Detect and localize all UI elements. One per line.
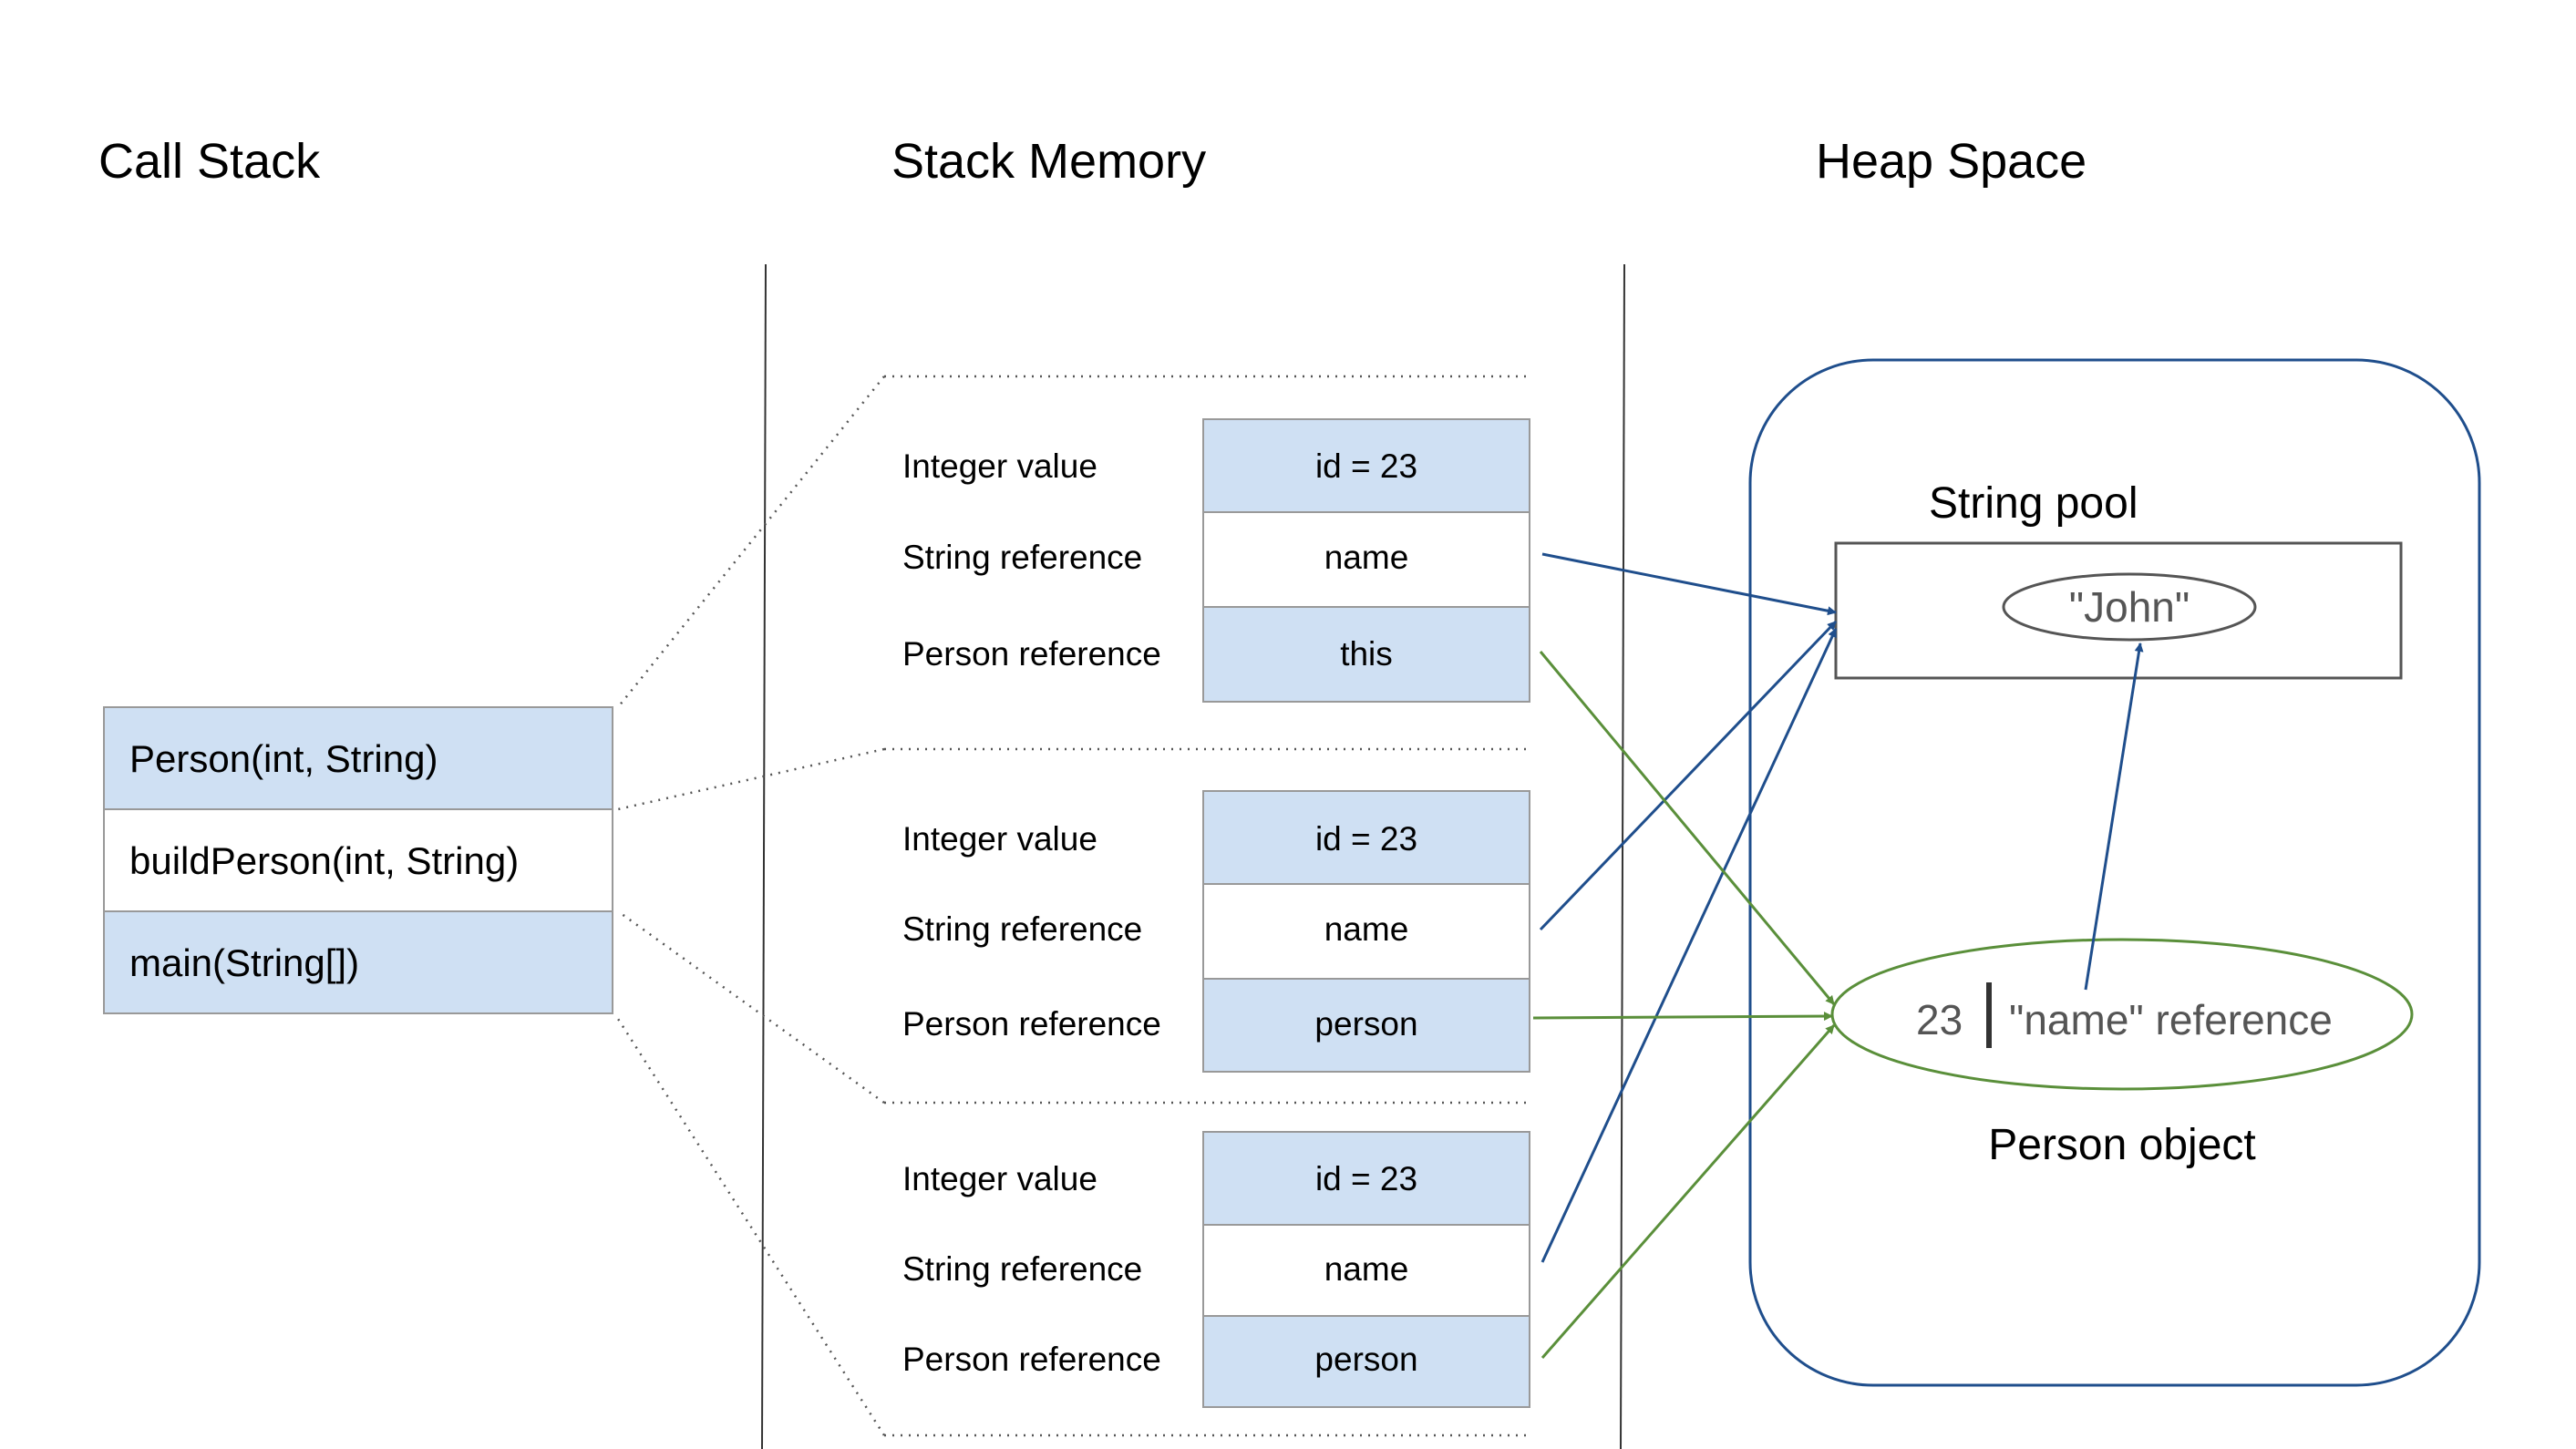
stack-memory-frame: Integer value id = 23 String reference n… <box>902 790 1530 1073</box>
call-stack-frame: buildPerson(int, String) <box>103 808 613 912</box>
value-cell <box>1202 1224 1530 1317</box>
person-reference-arrows <box>1532 651 1836 1359</box>
divider-right <box>1620 263 1625 1449</box>
stack-memory-frame: Integer value id = 23 String reference n… <box>902 1131 1530 1408</box>
name-ref-arrow <box>2084 642 2144 991</box>
value-cell-text: name <box>1324 1250 1409 1288</box>
person-object-reference: "name" reference <box>2009 996 2333 1043</box>
divider-left <box>761 263 767 1449</box>
row-label: Person reference <box>902 1005 1161 1043</box>
call-stack: Person(int, String) buildPerson(int, Str… <box>103 706 613 1014</box>
row-label: Integer value <box>902 1160 1097 1197</box>
value-cell-text: name <box>1324 910 1409 948</box>
value-cell-text: person <box>1314 1341 1417 1378</box>
row-label: String reference <box>902 910 1142 948</box>
heap-space-box <box>1748 358 2481 1387</box>
person-ref-arrow <box>1532 1012 1833 1022</box>
call-stack-frame: main(String[]) <box>103 910 613 1014</box>
row-label: Person reference <box>902 1341 1161 1378</box>
value-cell <box>1202 978 1530 1073</box>
string-value: "John" <box>2069 583 2190 631</box>
row-label: Integer value <box>902 447 1097 485</box>
frame-connectors <box>616 375 1531 1437</box>
call-stack-frame-label: main(String[]) <box>129 941 359 984</box>
stack-memory-heading: Stack Memory <box>891 134 1206 189</box>
value-cell <box>1202 418 1530 513</box>
value-cell-text: this <box>1340 635 1393 673</box>
string-reference-arrows <box>1539 552 2144 1263</box>
person-object-title: Person object <box>1988 1121 2256 1169</box>
person-ref-arrow <box>1539 651 1836 1005</box>
person-ref-arrow <box>1540 1024 1836 1359</box>
value-cell <box>1202 606 1530 703</box>
string-pool-title: String pool <box>1929 479 2138 528</box>
call-stack-heading: Call Stack <box>98 134 321 189</box>
value-cell-text: name <box>1324 539 1409 576</box>
string-ref-arrow <box>1540 628 1838 1263</box>
value-cell <box>1202 790 1530 885</box>
value-cell-text: id = 23 <box>1315 447 1417 485</box>
value-cell-text: id = 23 <box>1315 820 1417 858</box>
row-label: Integer value <box>902 820 1097 858</box>
heap-space-heading: Heap Space <box>1816 134 2087 189</box>
heap-space: String pool "John" 23 "name" reference P… <box>1748 358 2481 1387</box>
row-label: Person reference <box>902 635 1161 673</box>
value-cell <box>1202 511 1530 608</box>
call-stack-frame-label: buildPerson(int, String) <box>129 839 519 882</box>
call-stack-frame: Person(int, String) <box>103 706 613 810</box>
value-cell-text: id = 23 <box>1315 1160 1417 1197</box>
row-label: String reference <box>902 539 1142 576</box>
call-stack-frame-label: Person(int, String) <box>129 737 438 780</box>
value-cell <box>1202 1315 1530 1408</box>
person-object-id: 23 <box>1916 996 1963 1043</box>
string-ref-arrow <box>1539 620 1838 931</box>
string-ref-arrow <box>1541 552 1837 616</box>
stack-memory-frame: Integer value id = 23 String reference n… <box>902 418 1530 703</box>
value-cell <box>1202 883 1530 980</box>
value-cell-text: person <box>1314 1005 1417 1043</box>
row-label: String reference <box>902 1250 1142 1288</box>
string-value-ellipse <box>2002 572 2257 642</box>
